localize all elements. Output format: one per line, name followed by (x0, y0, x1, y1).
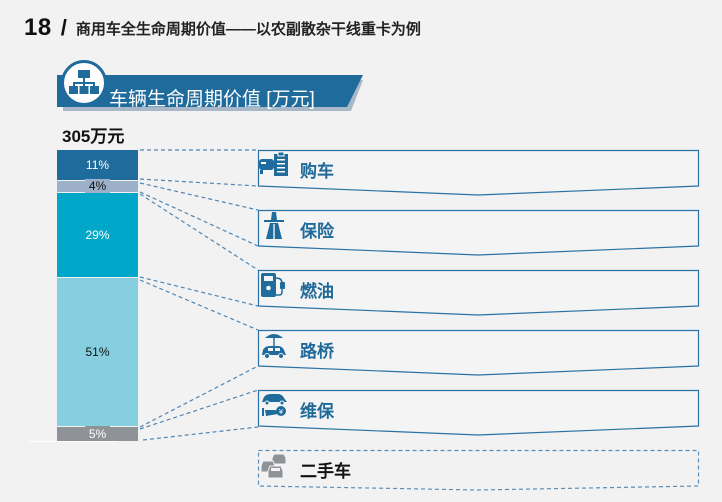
stage-box-maintenance: 维保 ¥ (257, 389, 700, 436)
truck-clipboard-icon (259, 151, 288, 176)
stage-box-purchase: 购车 (257, 149, 700, 196)
page-number: 18 (24, 14, 52, 41)
chart-banner: 车辆生命周期价值 [万元] (57, 60, 363, 114)
segment-label: 11% (85, 158, 110, 172)
org-chart-icon (61, 60, 107, 106)
segment-label: 51% (85, 345, 110, 359)
stage-label: 购车 (300, 162, 334, 181)
banner-title: 车辆生命周期价值 [万元] (109, 89, 315, 110)
highway-road-icon (264, 212, 284, 239)
banner-shape (57, 75, 363, 111)
segment-label: 5% (84, 426, 111, 442)
bar-baseline (29, 441, 117, 442)
segment-label: 4% (84, 179, 111, 194)
stage-box-insurance: 保险 (257, 209, 700, 256)
stage-box-tolls: 路桥 (257, 329, 700, 376)
stage-label: 燃油 (300, 282, 334, 301)
svg-text:¥: ¥ (279, 408, 284, 416)
segment-label: 29% (85, 228, 110, 242)
bar-segment-tolls: 51% (57, 278, 138, 426)
stage-box-used-car: 二手车 (257, 449, 700, 491)
stage-box-fuel: 燃油 (257, 269, 700, 316)
slide-title: 18 / 商用车全生命周期价值——以农副散杂干线重卡为例 (24, 10, 421, 46)
bar-segment-maintenance: 5% (57, 426, 138, 442)
car-hand-yuan-icon: ¥ (262, 394, 287, 416)
total-value: 305万元 (62, 127, 125, 146)
stage-label: 路桥 (300, 342, 334, 361)
multiple-cars-icon (260, 453, 287, 479)
page-title: 商用车全生命周期价值——以农副散杂干线重卡为例 (75, 20, 421, 38)
car-umbrella-icon (262, 334, 286, 359)
bar-segment-insurance: 4% (57, 179, 138, 194)
fuel-pump-icon (261, 273, 285, 297)
stage-label: 维保 (300, 402, 334, 421)
title-separator: / (60, 15, 67, 40)
bar-segment-fuel: 29% (57, 193, 138, 277)
bar-segment-purchase: 11% (57, 150, 138, 180)
stage-label: 保险 (300, 222, 334, 241)
stage-label: 二手车 (300, 462, 351, 481)
